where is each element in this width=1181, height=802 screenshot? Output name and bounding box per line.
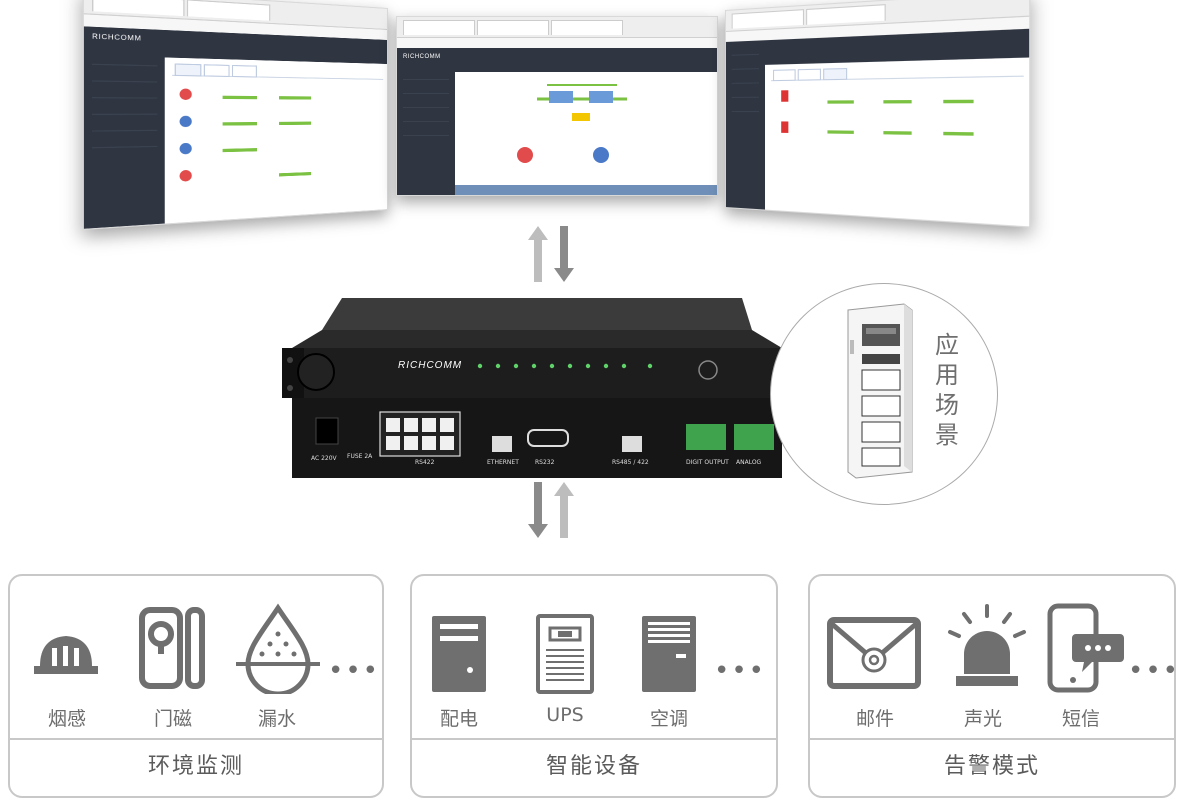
- bidirectional-arrows-bottom: [524, 478, 580, 542]
- label-rs422: RS422: [415, 459, 434, 466]
- more-dots: •••: [1128, 656, 1180, 686]
- label-rs485: RS485 / 422: [612, 459, 649, 466]
- label-email: 邮件: [830, 704, 920, 731]
- panel-smart-devices: ••• 配电 UPS 空调 智能设备: [410, 574, 778, 798]
- bidirectional-arrows-top: [524, 222, 580, 286]
- scene-label: 应 用 场 景: [932, 330, 962, 450]
- panel-environment-monitoring: ••• 烟感 门磁 漏水 环境监测: [8, 574, 384, 798]
- label-air-conditioner: 空调: [624, 704, 714, 731]
- more-dots: •••: [714, 656, 766, 686]
- server-rack-icon: [838, 300, 922, 480]
- label-fuse: FUSE 2A: [347, 453, 372, 460]
- water-leak-icon: [232, 602, 324, 694]
- panel-title: 告警模式: [810, 748, 1174, 780]
- panel-title: 环境监测: [10, 748, 382, 780]
- label-power: AC 220V: [311, 455, 337, 462]
- app-sidebar: RICHCOMM: [84, 26, 165, 228]
- panel-title: 智能设备: [412, 748, 776, 780]
- ups-topology-diagram: [527, 77, 637, 127]
- monitoring-host-device: [282, 290, 792, 480]
- screen-right: [725, 0, 1030, 228]
- sidebar-logo: RICHCOMM: [84, 26, 165, 50]
- email-icon: [826, 616, 922, 692]
- label-rs232: RS232: [535, 459, 554, 466]
- label-alarm-light: 声光: [938, 704, 1028, 731]
- air-conditioner-icon: [640, 614, 698, 694]
- panel-alarm-modes: ••• 邮件 声光 短信 告警模式: [808, 574, 1176, 798]
- smoke-detector-icon: [30, 616, 102, 688]
- alarm-light-icon: [942, 602, 1032, 692]
- label-digit-output: DIGIT OUTPUT: [686, 459, 729, 466]
- label-water-leak: 漏水: [232, 704, 322, 731]
- screen-center: RICHCOMM: [396, 16, 718, 196]
- ups-icon: [536, 614, 594, 694]
- label-power-distribution: 配电: [414, 704, 504, 731]
- power-distribution-icon: [430, 614, 488, 694]
- label-ups: UPS: [520, 704, 610, 726]
- label-analog: ANALOG: [736, 459, 761, 466]
- screen-left: RICHCOMM: [83, 0, 388, 230]
- sms-phone-icon: [1046, 602, 1126, 694]
- label-sms: 短信: [1036, 704, 1126, 731]
- sidebar-logo: RICHCOMM: [397, 48, 455, 66]
- door-magnet-icon: [134, 606, 214, 690]
- more-dots: •••: [328, 656, 380, 686]
- device-brand: RICHCOMM: [398, 360, 462, 371]
- label-door-magnet: 门磁: [128, 704, 218, 731]
- label-smoke: 烟感: [22, 704, 112, 731]
- label-ethernet: ETHERNET: [487, 459, 519, 466]
